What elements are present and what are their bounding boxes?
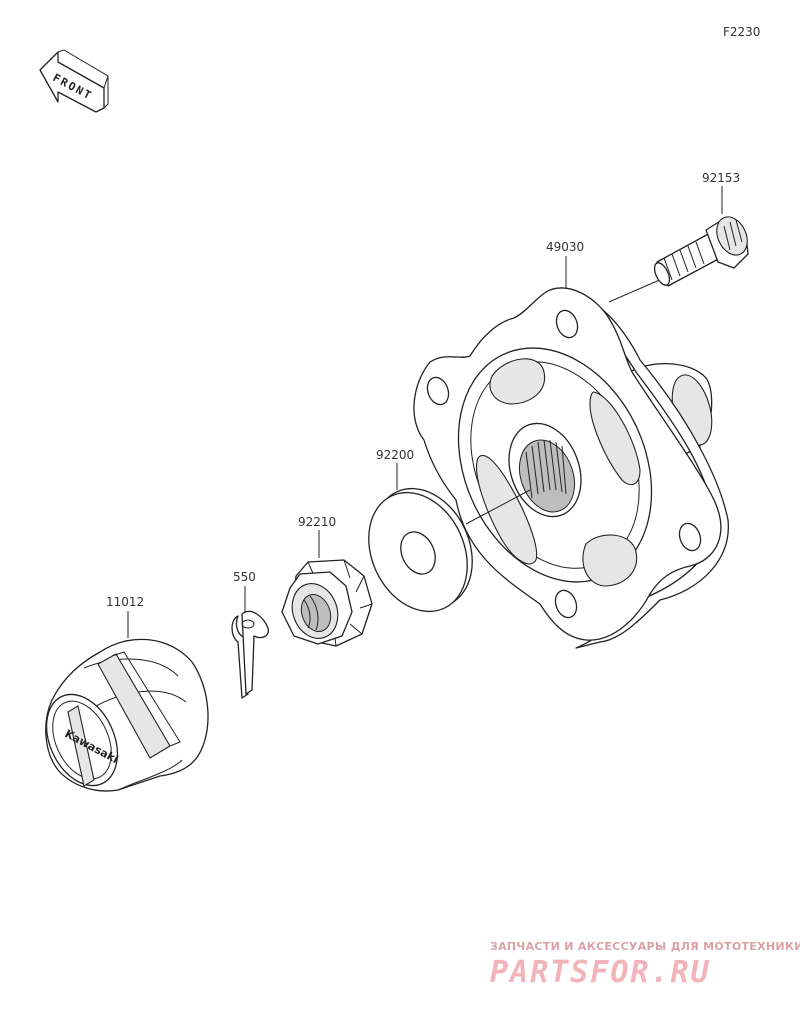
part-label-92153: 92153 (702, 171, 740, 185)
part-label-92200: 92200 (376, 448, 414, 462)
part-92153-wheel-stud[interactable]: 92153 (608, 171, 753, 303)
part-label-92210: 92210 (298, 515, 336, 529)
watermark: ЗАПЧАСТИ И АКСЕССУАРЫ ДЛЯ МОТОТЕХНИКИ PA… (490, 940, 800, 990)
part-label-11012: 11012 (106, 595, 144, 609)
part-550-cotter-pin[interactable]: 550 (231, 570, 269, 699)
part-label-550: 550 (233, 570, 256, 584)
part-label-49030: 49030 (546, 240, 584, 254)
part-92200-washer[interactable]: 92200 (350, 448, 531, 628)
front-arrow-icon: FRONT (39, 49, 109, 113)
watermark-brand: PARTSFOR.RU (490, 955, 711, 990)
part-49030-hub[interactable]: 49030 (413, 240, 729, 649)
part-11012-hub-cap[interactable]: Kawasaki 11012 (33, 595, 209, 797)
part-92210-nut[interactable]: 92210 (281, 515, 373, 647)
diagram-code: F2230 (723, 25, 760, 39)
watermark-tagline: ЗАПЧАСТИ И АКСЕССУАРЫ ДЛЯ МОТОТЕХНИКИ (490, 940, 800, 953)
